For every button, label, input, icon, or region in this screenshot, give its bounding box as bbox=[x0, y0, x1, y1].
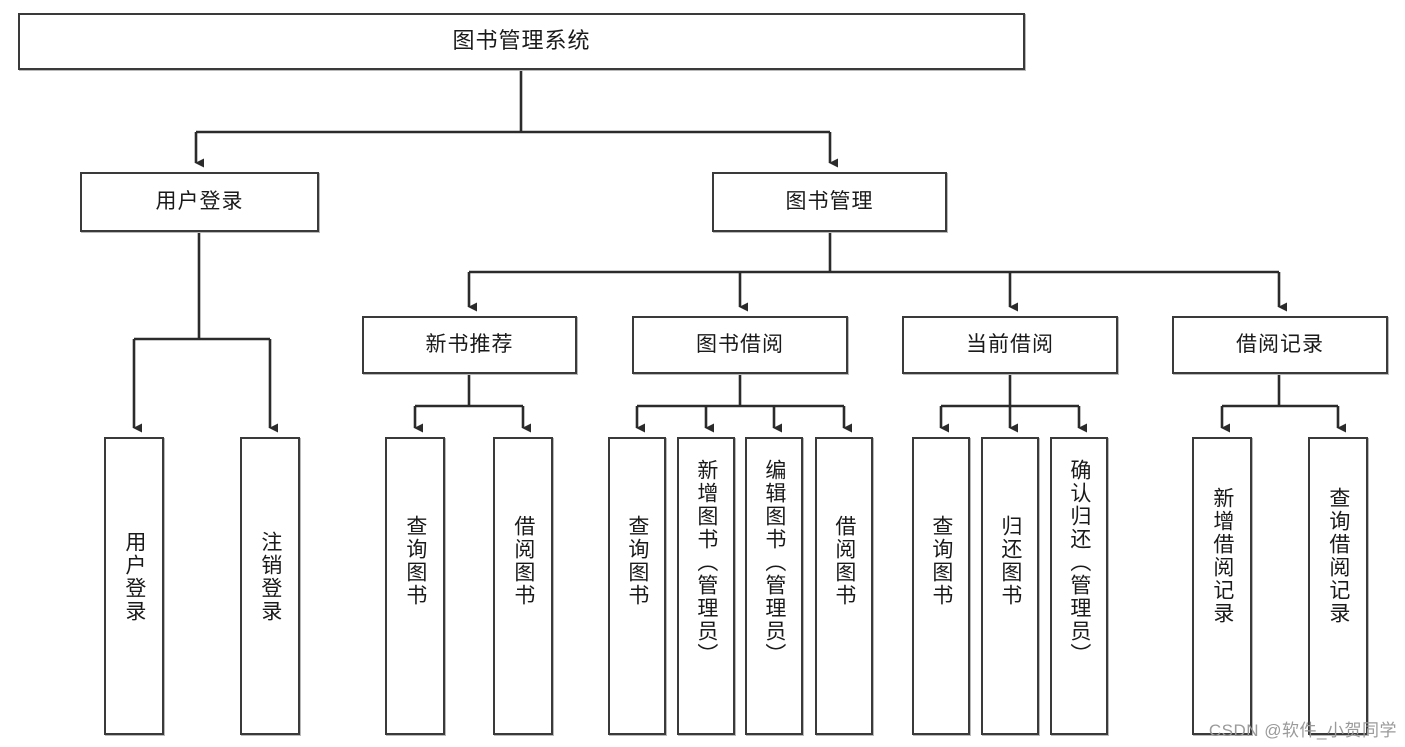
node-user-login[interactable]: 用户登录 bbox=[80, 172, 319, 232]
leaf-borrow-book[interactable]: 借阅图书 bbox=[815, 437, 873, 735]
leaf-edit-book-admin[interactable]: 编辑图书（管理员） bbox=[745, 437, 803, 735]
leaf-query-book-borrow[interactable]: 查询图书 bbox=[608, 437, 666, 735]
leaf-add-book-admin[interactable]: 新增图书（管理员） bbox=[677, 437, 735, 735]
watermark-text: CSDN @软件_小贺同学 bbox=[1208, 721, 1397, 740]
node-borrow-record[interactable]: 借阅记录 bbox=[1172, 316, 1388, 374]
node-label: 用户登录 bbox=[122, 531, 146, 623]
leaf-query-book-recommend[interactable]: 查询图书 bbox=[385, 437, 445, 735]
node-label: 借阅记录 bbox=[1236, 333, 1324, 357]
node-label: 查询图书 bbox=[625, 515, 649, 607]
leaf-query-book-current[interactable]: 查询图书 bbox=[912, 437, 970, 735]
node-label: 确认归还（管理员） bbox=[1067, 459, 1091, 666]
leaf-confirm-return-admin[interactable]: 确认归还（管理员） bbox=[1050, 437, 1108, 735]
node-label: 查询图书 bbox=[403, 515, 427, 607]
leaf-query-borrow-record[interactable]: 查询借阅记录 bbox=[1308, 437, 1368, 735]
leaf-borrow-book-recommend[interactable]: 借阅图书 bbox=[493, 437, 553, 735]
node-label: 查询图书 bbox=[929, 515, 953, 607]
node-root-system[interactable]: 图书管理系统 bbox=[18, 13, 1025, 70]
leaf-logout[interactable]: 注销登录 bbox=[240, 437, 300, 735]
node-label: 注销登录 bbox=[258, 531, 282, 623]
node-label: 新书推荐 bbox=[425, 333, 514, 357]
node-label: 图书管理 bbox=[785, 190, 874, 214]
node-label: 查询借阅记录 bbox=[1326, 487, 1350, 625]
node-label: 新增借阅记录 bbox=[1210, 487, 1234, 625]
node-book-borrow[interactable]: 图书借阅 bbox=[632, 316, 848, 374]
node-new-book-recommend[interactable]: 新书推荐 bbox=[362, 316, 577, 374]
node-book-management[interactable]: 图书管理 bbox=[712, 172, 947, 232]
leaf-return-book[interactable]: 归还图书 bbox=[981, 437, 1039, 735]
node-label: 借阅图书 bbox=[511, 515, 535, 607]
node-label: 新增图书（管理员） bbox=[694, 459, 718, 666]
node-label: 用户登录 bbox=[155, 190, 244, 214]
leaf-add-borrow-record[interactable]: 新增借阅记录 bbox=[1192, 437, 1252, 735]
node-label: 借阅图书 bbox=[832, 515, 856, 607]
node-current-borrow[interactable]: 当前借阅 bbox=[902, 316, 1118, 374]
leaf-user-login[interactable]: 用户登录 bbox=[104, 437, 164, 735]
node-label: 当前借阅 bbox=[966, 333, 1054, 357]
node-label: 图书借阅 bbox=[696, 333, 784, 357]
node-label: 归还图书 bbox=[998, 515, 1022, 607]
node-label: 编辑图书（管理员） bbox=[762, 459, 786, 666]
node-label: 图书管理系统 bbox=[452, 28, 591, 54]
